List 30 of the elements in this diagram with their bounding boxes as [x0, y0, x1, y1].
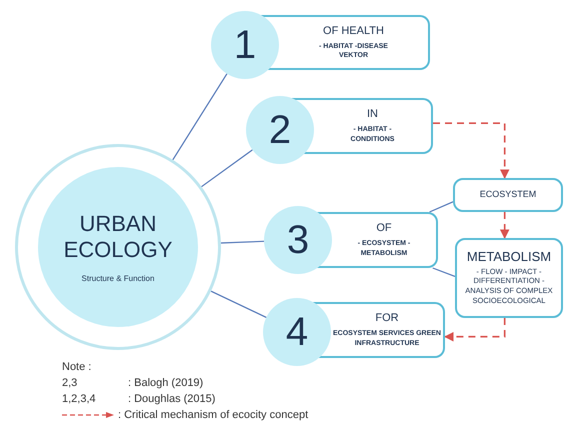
- note-heading: Note :: [62, 361, 92, 373]
- node-title: FOR: [375, 312, 399, 324]
- connector-line: [201, 149, 253, 188]
- rounded-box: [455, 238, 563, 318]
- node-title: URBAN ECOLOGY: [62, 211, 174, 262]
- rounded-box: [453, 178, 563, 212]
- concentric-circle: [15, 144, 221, 350]
- note-reference: : Doughlas (2015): [128, 393, 216, 405]
- step-number: 1: [234, 25, 256, 65]
- node-title: OF HEALTH: [323, 24, 384, 37]
- note-key: 2,3: [62, 377, 78, 389]
- node-title: IN: [367, 108, 378, 120]
- arrow: [444, 318, 506, 342]
- node-title: ECOSYSTEM: [480, 190, 536, 200]
- note-reference: : Balogh (2019): [128, 377, 204, 389]
- connector-line: [210, 290, 267, 318]
- connector-line: [429, 201, 454, 213]
- connector-line: [432, 267, 456, 277]
- node-title: OF: [376, 222, 392, 234]
- connector-line: [220, 240, 264, 244]
- arrow: [500, 212, 510, 239]
- step-number: 2: [268, 110, 292, 150]
- legend-label: : Critical mechanism of ecocity concept: [118, 409, 308, 421]
- note-key: 1,2,3,4: [62, 393, 96, 405]
- connector-line: [172, 73, 228, 160]
- node-subtitle: Structure & Function: [82, 274, 154, 283]
- node-title: METABOLISM: [466, 250, 552, 265]
- step-number: 3: [286, 220, 310, 260]
- step-number: 4: [286, 312, 308, 352]
- arrow: [433, 122, 510, 179]
